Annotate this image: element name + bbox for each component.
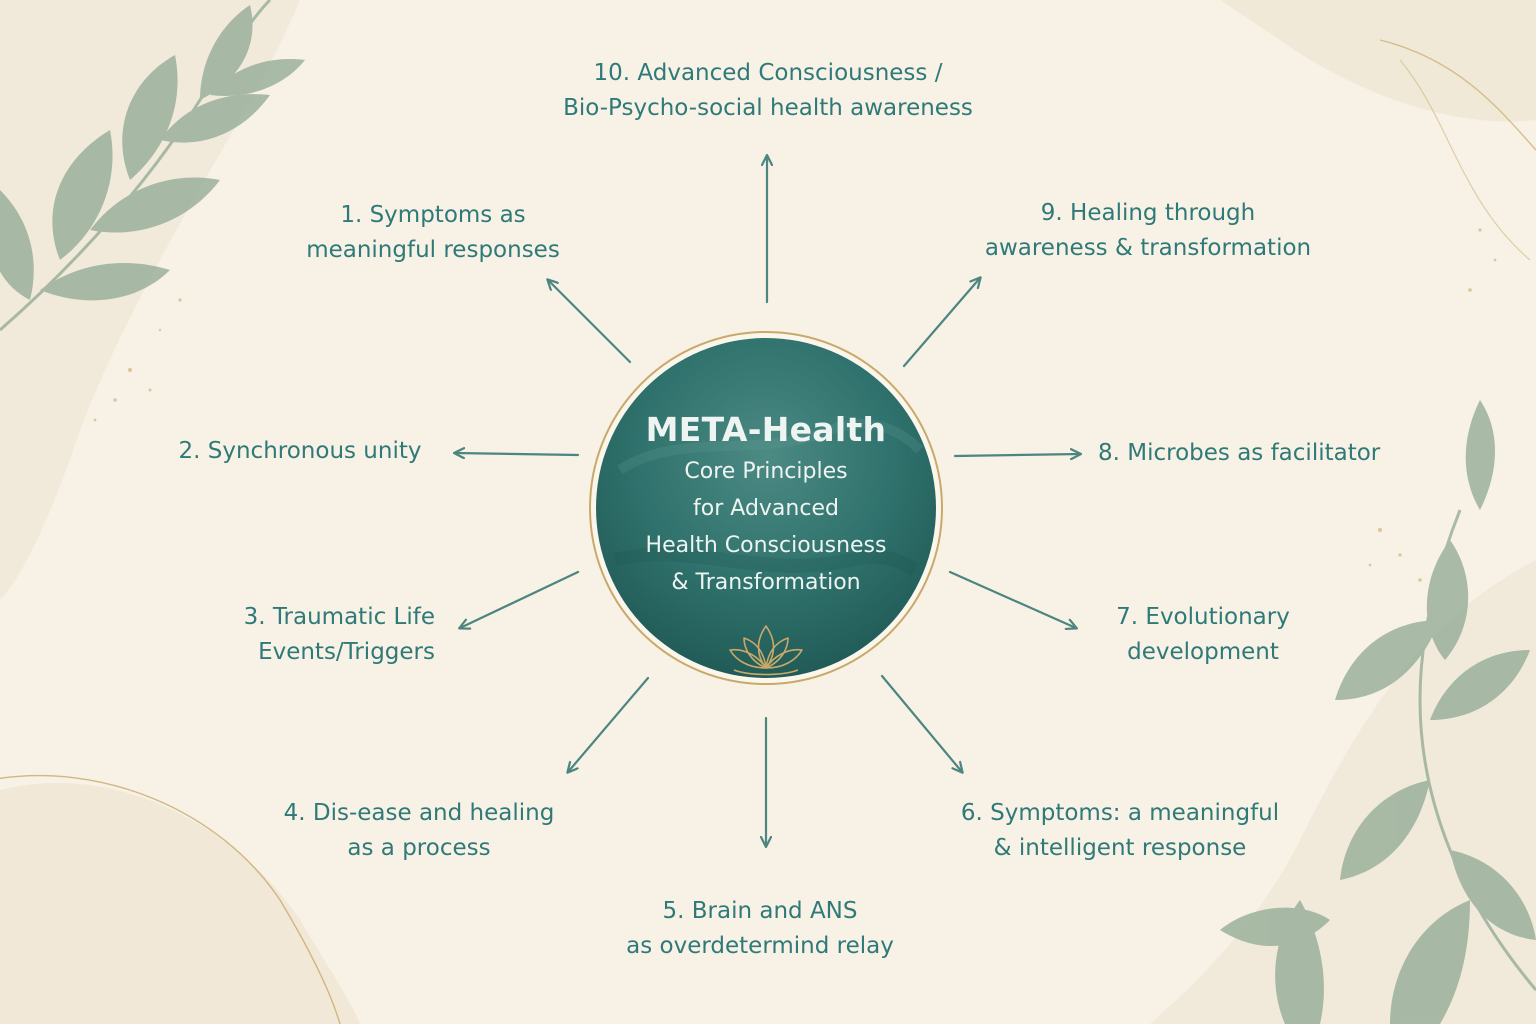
principle-5-label: 5. Brain and ANS as overdetermind relay (626, 898, 894, 959)
leaf-branch-icon (1220, 400, 1536, 1024)
center-subtitle-line: Core Principles (684, 459, 848, 484)
arrow-to-principle-6 (880, 674, 962, 772)
arrow-to-principle-8 (953, 454, 1080, 456)
principle-4-label: 4. Dis-ease and healing as a process (283, 800, 555, 861)
center-text: META-Health Core Principles for Advanced… (596, 385, 936, 601)
lotus-icon (729, 625, 803, 676)
arrow-to-principle-4 (568, 676, 650, 772)
principle-1-label: 1. Symptoms as meaningful responses (306, 202, 560, 263)
center-subtitle-line: for Advanced (693, 496, 839, 521)
principle-9-label: 9. Healing through awareness & transform… (984, 200, 1312, 261)
principle-8-label: 8. Microbes as facilitator (1098, 440, 1381, 466)
center-subtitle-line: & Transformation (671, 570, 861, 595)
principle-3-label: 3. Traumatic Life Events/Triggers (243, 604, 435, 665)
principle-10-label: 10. Advanced Consciousness / Bio-Psycho-… (563, 60, 973, 121)
arrow-to-principle-2 (455, 453, 580, 455)
center-circle (589, 331, 943, 685)
principle-7-label: 7. Evolutionary development (1116, 604, 1290, 665)
principle-2-label: 2. Synchronous unity (178, 438, 422, 464)
leaf-branch-icon (0, 0, 305, 332)
arrow-to-principle-3 (460, 570, 580, 628)
center-title: META-Health (645, 410, 887, 449)
arrow-to-principle-7 (948, 570, 1076, 628)
arrow-to-principle-1 (548, 280, 632, 364)
arrows (455, 156, 1080, 846)
center-subtitle-line: Health Consciousness (645, 533, 887, 558)
arrow-to-principle-9 (902, 278, 980, 368)
principle-6-label: 6. Symptoms: a meaningful & intelligent … (960, 800, 1280, 861)
